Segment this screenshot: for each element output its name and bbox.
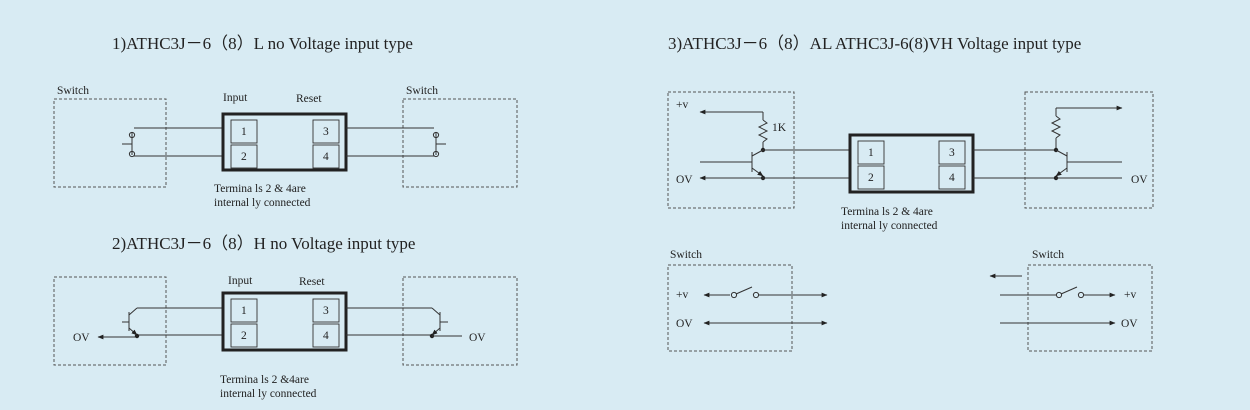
note-line-2: internal ly connected [220, 388, 317, 400]
reset-label: Reset [296, 93, 322, 105]
terminal-1 [230, 298, 258, 323]
diagram-1-title: 1)ATHC3J－6（8）L no Voltage input type [112, 34, 413, 53]
right-switch-box [1027, 264, 1153, 352]
ov-left-label: OV [676, 174, 693, 186]
right-switch-contact [432, 131, 446, 158]
ov-right-label: OV [469, 332, 486, 344]
terminal-4-label: 4 [323, 151, 329, 163]
terminal-block [221, 291, 348, 352]
terminal-1 [230, 119, 258, 144]
sw-ov-right-label: OV [1121, 318, 1138, 330]
ov-right-label: OV [1131, 174, 1148, 186]
left-source-box [667, 91, 795, 209]
diagram-2-title: 2)ATHC3J－6（8）H no Voltage input type [112, 234, 415, 253]
left-switch-contact [122, 131, 136, 158]
reset-label: Reset [299, 276, 325, 288]
terminal-3 [312, 298, 340, 323]
diagram-3-title: 3)ATHC3J－6（8）AL ATHC3J-6(8)VH Voltage in… [668, 34, 1081, 53]
left-transistor-box [53, 276, 167, 366]
terminal-block [221, 112, 348, 172]
note-line-2: internal ly connected [841, 220, 938, 232]
right-switch-contact-icon [1055, 286, 1085, 299]
terminal-4 [312, 323, 340, 348]
input-label: Input [228, 275, 253, 287]
sw-plus-v-left-label: +v [676, 289, 688, 301]
left-switch-contact-icon [730, 286, 760, 299]
right-switch-label: Switch [1032, 249, 1064, 261]
terminal-2 [230, 144, 258, 169]
right-switch-box [402, 98, 518, 188]
right-switch-label: Switch [406, 85, 438, 97]
resistor-right-icon [1050, 115, 1062, 139]
junction-dot-left [134, 333, 140, 339]
note-line-2: internal ly connected [214, 197, 311, 209]
left-switch-label: Switch [57, 85, 89, 97]
note-line-1: Termina ls 2 &4are [220, 374, 309, 386]
terminal-3-label: 3 [323, 305, 329, 317]
terminal-1-label: 1 [241, 305, 247, 317]
left-switch-box [667, 264, 793, 352]
resistor-label: 1K [772, 122, 787, 134]
right-npn-transistor-icon [1055, 149, 1122, 177]
right-transistor-box [402, 276, 518, 366]
terminal-1-label: 1 [241, 126, 247, 138]
diagram-2-h-type: 2)ATHC3J－6（8）H no Voltage input type OV … [53, 234, 518, 400]
terminal-4 [938, 165, 966, 190]
terminal-3-label: 3 [323, 126, 329, 138]
terminal-1-label: 1 [868, 147, 874, 159]
terminal-4-label: 4 [323, 330, 329, 342]
terminal-1 [857, 140, 885, 165]
left-switch-box [53, 98, 167, 188]
terminal-2-label: 2 [241, 151, 247, 163]
left-switch-label: Switch [670, 249, 702, 261]
ov-left-label: OV [73, 332, 90, 344]
diagram-1-l-type: 1)ATHC3J－6（8）L no Voltage input type Swi… [53, 34, 518, 209]
terminal-2-label: 2 [241, 330, 247, 342]
terminal-2 [230, 323, 258, 348]
plus-v-label: +v [676, 99, 688, 111]
resistor-1k-icon [757, 119, 769, 143]
note-line-1: Termina ls 2 & 4are [214, 183, 306, 195]
terminal-2-label: 2 [868, 172, 874, 184]
terminal-3 [938, 140, 966, 165]
left-npn-transistor-icon [700, 149, 764, 177]
sw-ov-left-label: OV [676, 318, 693, 330]
terminal-4-label: 4 [949, 172, 955, 184]
diagram-3-voltage-input-type: 3)ATHC3J－6（8）AL ATHC3J-6(8)VH Voltage in… [667, 34, 1154, 352]
terminal-block [848, 133, 975, 194]
terminal-3-label: 3 [949, 147, 955, 159]
terminal-3 [312, 119, 340, 144]
note-line-1: Termina ls 2 & 4are [841, 206, 933, 218]
terminal-4 [312, 144, 340, 169]
terminal-2 [857, 165, 885, 190]
input-label: Input [223, 92, 248, 104]
left-transistor-icon [122, 307, 138, 336]
sw-plus-v-right-label: +v [1124, 289, 1136, 301]
right-transistor-icon [431, 307, 448, 336]
